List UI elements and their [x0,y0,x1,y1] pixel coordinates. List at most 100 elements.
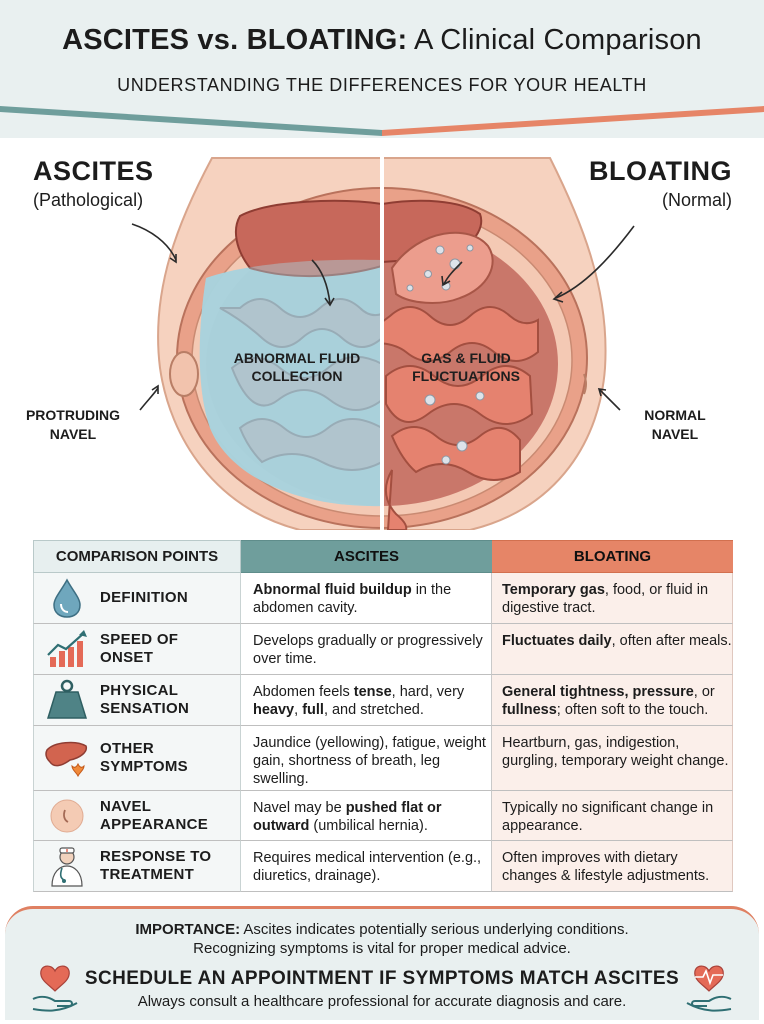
heartbeat-in-hand-icon [686,965,732,1012]
footer-panel: IMPORTANCE: Ascites indicates potentiall… [5,906,759,1020]
comparison-table: COMPARISON POINTS ASCITES BLOATING DEFIN… [33,540,733,892]
abdomen-illustration: ASCITES (Pathological) BLOATING (Normal)… [0,138,764,530]
bloating-cell: Fluctuates daily, often after meals. [492,624,733,675]
header: ASCITES vs. BLOATING: A Clinical Compari… [0,0,764,138]
rising-chart-icon [42,627,92,671]
cell-text: Typically no significant change in appea… [502,800,714,834]
row-label-line: APPEARANCE [100,815,209,833]
cell-text: Abdomen feels [253,684,354,700]
ascites-label: ASCITES [33,156,154,186]
title-rest: A Clinical Comparison [414,24,702,56]
bloating-label: BLOATING [589,156,732,186]
cell-text: , [294,702,303,718]
ascites-center-label: ABNORMAL FLUID COLLECTION [222,349,372,385]
cell-text: Requires medical intervention (e.g., diu… [253,850,482,884]
row-label-line: SENSATION [100,700,190,717]
row-label-cell: DEFINITION [33,573,241,624]
bloating-cell: Often improves with dietary changes & li… [492,841,733,892]
protruding-navel-label: PROTRUDING NAVEL [18,406,128,444]
cell-text: Heartburn, gas, indigestion, gurgling, t… [502,735,729,769]
bloating-center-line1: GAS & FLUID [421,350,511,366]
header-divider [0,106,764,136]
ascites-cell: Abdomen feels tense, hard, very heavy, f… [241,675,492,726]
protruding-navel-line2: NAVEL [49,426,97,442]
ascites-cell: Abnormal fluid buildup in the abdomen ca… [241,573,492,624]
protruding-navel-line1: PROTRUDING [25,407,121,423]
row-label-line: OTHER [100,740,154,757]
row-label: DEFINITION [100,589,188,607]
bloating-cell: Temporary gas, food, or fluid in digesti… [492,573,733,624]
cell-text: Jaundice (yellowing), fatigue, weight ga… [253,735,486,787]
normal-navel [583,373,587,395]
table-header-row: COMPARISON POINTS ASCITES BLOATING [33,540,733,573]
cell-text: , or [693,684,715,700]
title-bold: ASCITES vs. BLOATING: [62,24,408,56]
navel-icon [42,794,92,838]
row-label-line: DEFINITION [100,589,188,606]
emphasis-text: full [302,702,324,718]
page-subtitle: UNDERSTANDING THE DIFFERENCES FOR YOUR H… [117,75,647,95]
cell-text: , hard, very [391,684,465,700]
cell-text: in the abdomen cavity. [253,582,452,616]
liver-icon [42,736,92,780]
page-title: ASCITES vs. BLOATING: A Clinical Compari… [0,24,764,57]
bloating-center-label: GAS & FLUID FLUCTUATIONS [396,349,536,385]
cell-text: ; often soft to the touch. [556,702,709,718]
water-drop-icon [42,576,92,620]
ascites-cell: Jaundice (yellowing), fatigue, weight ga… [241,726,492,791]
row-label-line: NAVEL [100,797,152,815]
ascites-sublabel: (Pathological) [33,190,144,210]
importance-text-1: Ascites indicates potentially serious un… [240,921,629,938]
header-comparison-points: COMPARISON POINTS [33,540,241,573]
importance-label: IMPORTANCE: [135,921,241,938]
emphasis-text: Temporary gas [502,582,605,598]
header-bloating: BLOATING [492,540,733,573]
row-label-line: TREATMENT [100,866,195,883]
emphasis-text: General tightness, pressure [502,684,694,700]
cell-text: Develops gradually or progressively over… [253,633,483,667]
cell-text: Often improves with dietary changes & li… [502,850,710,884]
row-label-line: SYMPTOMS [100,758,188,775]
cell-text: Navel may be [253,800,346,816]
cell-text: , and stretched. [323,702,424,718]
consult-note: Always consult a healthcare professional… [137,993,627,1010]
doctor-icon [42,844,92,888]
emphasis-text: heavy [253,702,295,718]
emphasis-text: pushed flat or outward [253,800,442,834]
cell-text: , often after meals. [611,633,732,649]
emphasis-text: fullness [502,702,557,718]
ascites-cell: Develops gradually or progressively over… [241,624,492,675]
row-label-line: RESPONSE TO [100,848,212,865]
ascites-center-line1: ABNORMAL FLUID [233,350,361,366]
cell-text: (umbilical hernia). [309,818,428,834]
table-row: DEFINITION Abnormal fluid buildup in the … [33,573,733,624]
bloating-cell: Heartburn, gas, indigestion, gurgling, t… [492,726,733,791]
normal-navel-line1: NORMAL [644,407,706,423]
bloating-center-line2: FLUCTUATIONS [412,368,520,384]
cell-text: , food, or fluid in digestive tract. [502,582,709,616]
protruding-navel [169,351,199,397]
emphasis-text: tense [353,684,392,700]
bloating-cell: Typically no significant change in appea… [492,791,733,841]
bloating-cell: General tightness, pressure, or fullness… [492,675,733,726]
table-body: DEFINITION Abnormal fluid buildup in the … [33,573,733,892]
row-label-line: PHYSICAL [100,682,179,699]
ascites-cell: Requires medical intervention (e.g., diu… [241,841,492,892]
row-label-line: SPEED OF [100,631,179,648]
bloating-intestines [382,199,539,530]
header-ascites: ASCITES [241,540,492,573]
heart-in-hand-icon [32,965,78,1012]
